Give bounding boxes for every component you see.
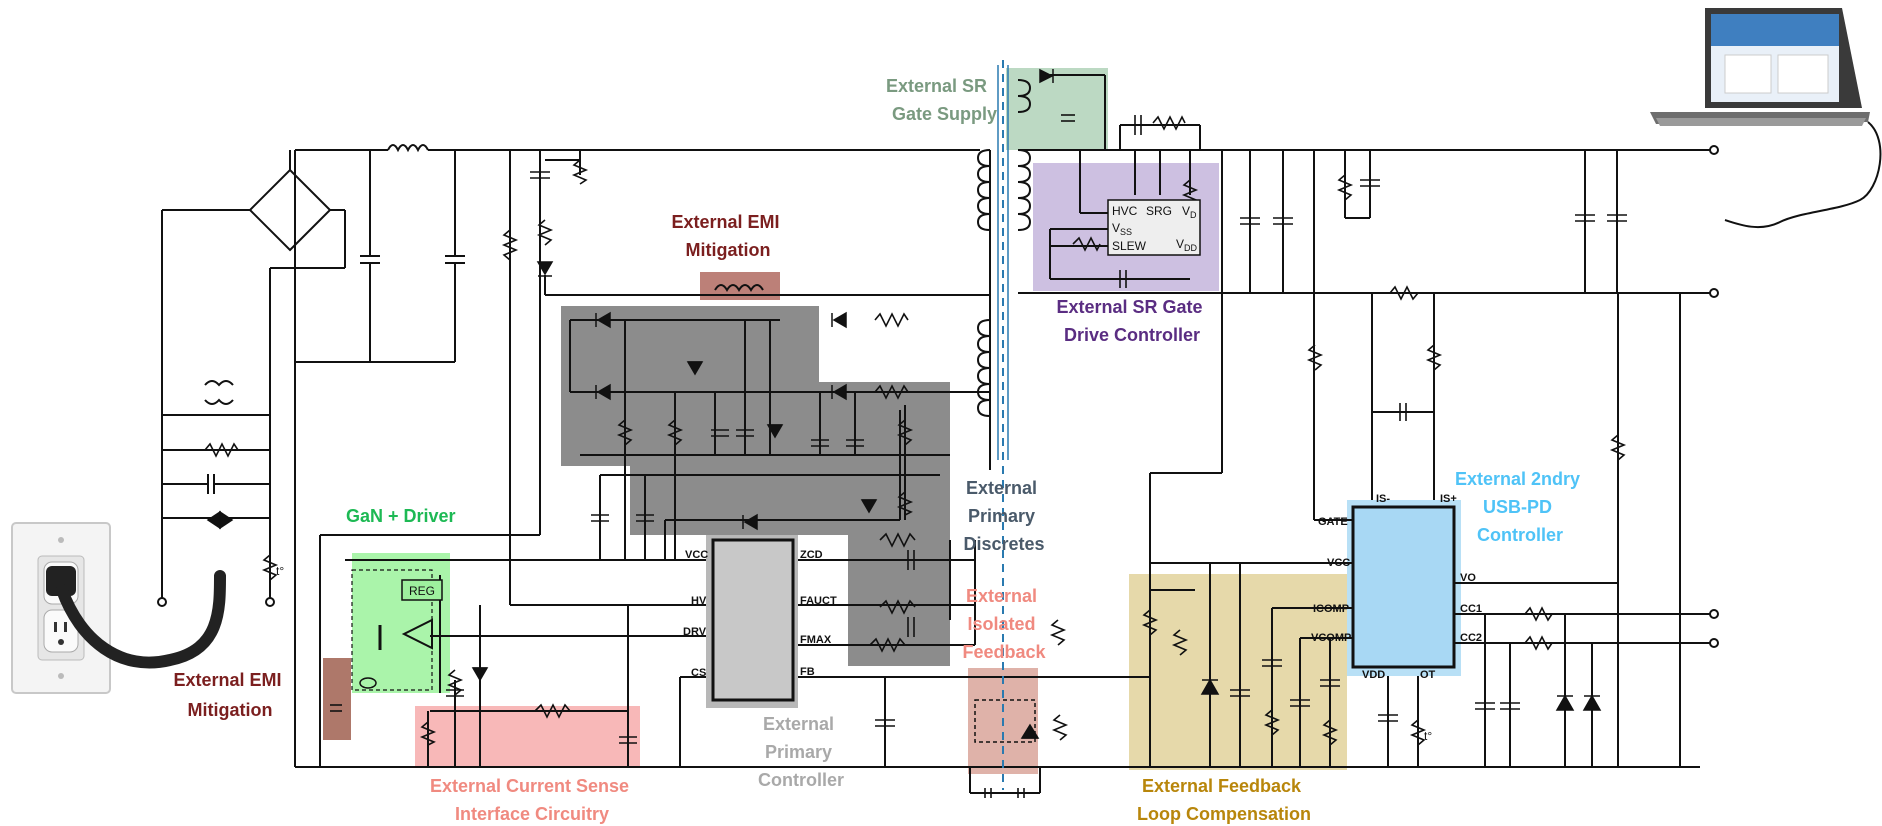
pin-cs: CS	[691, 667, 706, 679]
thermistor-mark-secondary: t°	[1424, 729, 1432, 743]
label-sr-gate-supply: External SR Gate Supply	[886, 76, 997, 124]
usbpd-pin-vo: VO	[1460, 572, 1476, 584]
pin-drv: DRV	[683, 626, 707, 638]
emi-inductor	[714, 284, 764, 292]
sr-pin-vss: VSS	[1112, 221, 1132, 237]
usbpd-pin-cc2: CC2	[1460, 632, 1482, 644]
pin-fmax: FMAX	[800, 634, 832, 646]
label-isolated-feedback: External Isolated Feedback	[962, 586, 1046, 662]
gan-region	[352, 553, 450, 693]
wires	[157, 60, 1719, 794]
label-usbpd-controller: External 2ndry USB-PD Controller	[1455, 469, 1585, 545]
pin-hv: HV	[691, 595, 707, 607]
label-emi-top: External EMI Mitigation	[671, 212, 784, 260]
sr-pin-srg: SRG	[1146, 204, 1172, 218]
label-feedback-loop: External Feedback Loop Compensation	[1137, 776, 1311, 824]
usbpd-pin-vcc: VCC	[1327, 557, 1350, 569]
pin-zcd: ZCD	[800, 549, 823, 561]
label-emi-left: External EMI Mitigation	[173, 670, 286, 720]
label-current-sense: External Current Sense Interface Circuit…	[430, 776, 634, 824]
sr-pin-hvc: HVC	[1112, 204, 1138, 218]
usbpd-pin-cc1: CC1	[1460, 603, 1482, 615]
usbpd-pin-ot: OT	[1420, 669, 1436, 681]
label-gan-driver: GaN + Driver	[346, 506, 456, 526]
capacitors	[330, 114, 1627, 798]
pin-fauct: FAUCT	[800, 595, 837, 607]
pin-vcc: VCC	[685, 549, 708, 561]
primary-discretes-region	[561, 306, 950, 666]
usbpd-pin-is-minus: IS-	[1376, 493, 1390, 505]
usbpd-pin-vdd: VDD	[1362, 669, 1385, 681]
current-sense-region	[415, 706, 640, 768]
usbpd-ic	[1351, 505, 1456, 669]
sr-supply-region	[1006, 68, 1108, 150]
thermistor-mark-primary: t°	[276, 564, 284, 578]
sense-loop	[359, 677, 377, 689]
diodes	[206, 68, 1602, 739]
usbpd-pin-gate: GATE	[1318, 516, 1348, 528]
usbpd-pin-icomp: ICOMP	[1313, 603, 1349, 615]
label-sr-gate-drive: External SR Gate Drive Controller	[1056, 297, 1207, 345]
sr-controller-ic	[1107, 199, 1201, 256]
label-primary-controller: External Primary Controller	[758, 714, 844, 790]
wall-outlet-illustration	[11, 522, 226, 694]
reg-label: REG	[409, 584, 435, 598]
usbpd-pin-is-plus: IS+	[1440, 493, 1457, 505]
optocoupler	[974, 699, 1036, 743]
fb-comp-region	[1129, 574, 1347, 770]
driver-triangle	[401, 618, 433, 650]
primary-controller-ic	[711, 538, 795, 702]
usbpd-pin-vcomp: VCOMP	[1311, 632, 1351, 644]
reg-block	[401, 579, 443, 601]
sr-pin-vdd: VDD	[1176, 237, 1198, 253]
pin-fb: FB	[800, 666, 815, 678]
resistors	[204, 115, 1627, 746]
label-primary-discretes: External Primary Discretes	[963, 478, 1044, 554]
sr-pin-vd: VD	[1182, 204, 1197, 220]
sr-pin-slew: SLEW	[1112, 239, 1147, 253]
emi-region-left	[323, 658, 351, 740]
laptop-illustration	[1650, 8, 1882, 229]
